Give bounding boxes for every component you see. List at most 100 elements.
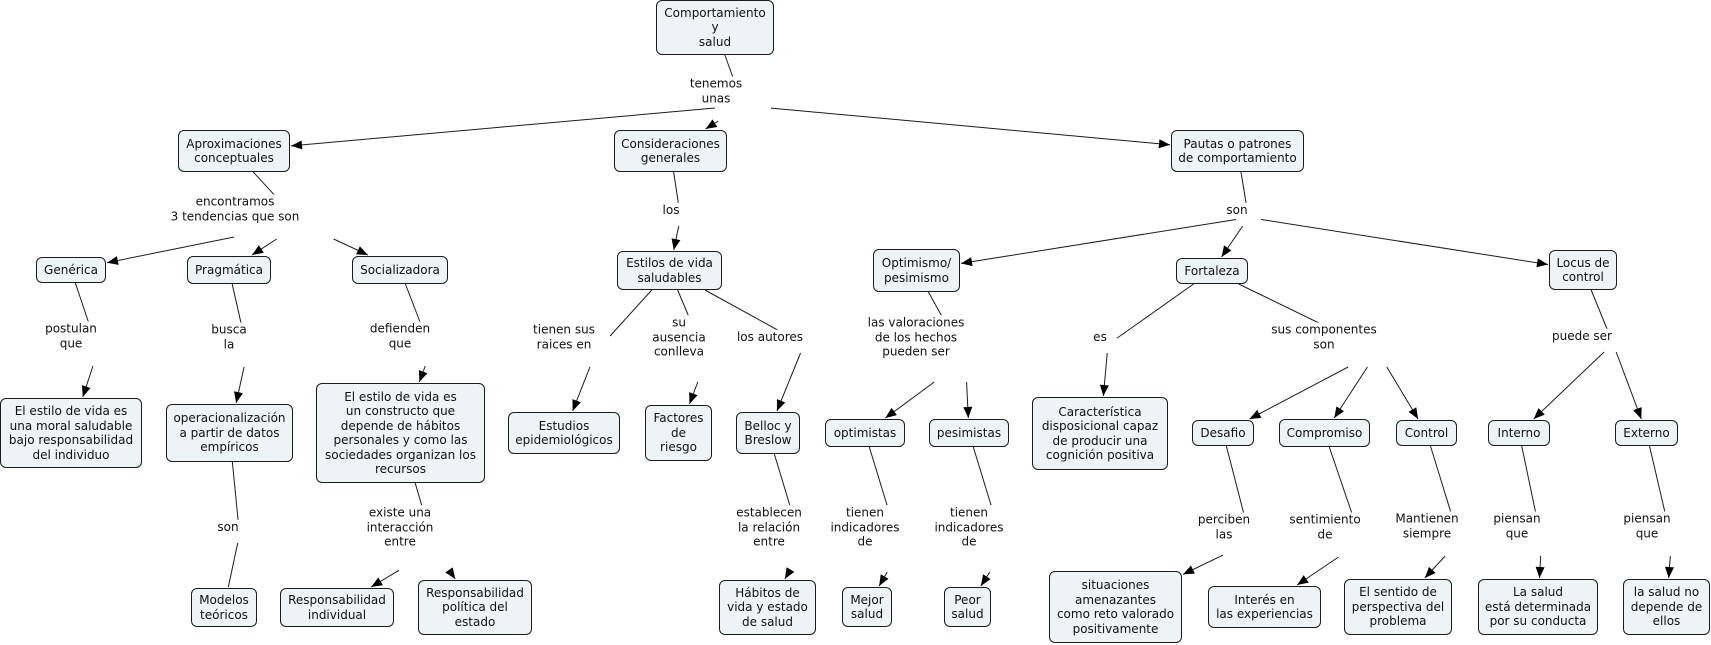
connector-line (960, 219, 1237, 264)
link-sentimiento-de: sentimiento de (1288, 512, 1362, 542)
link-es: es (1092, 329, 1108, 345)
arrowhead (963, 406, 973, 418)
node-control[interactable]: Control (1396, 420, 1457, 446)
arrowhead (961, 257, 973, 267)
arrowhead (81, 385, 91, 397)
link-puede-ser: puede ser (1551, 328, 1613, 344)
link-perciben-las: perciben las (1196, 512, 1252, 542)
arrowhead (1535, 566, 1545, 578)
arrowhead (784, 567, 795, 579)
node-belloc-breslow[interactable]: Belloc y Breslow (736, 412, 800, 454)
node-factores-riesgo[interactable]: Factores de riesgo (645, 405, 712, 461)
arrowhead (371, 577, 383, 587)
node-externo[interactable]: Externo (1615, 420, 1678, 446)
connector-line (1116, 283, 1194, 339)
arrowhead (1297, 575, 1309, 585)
node-fortaleza[interactable]: Fortaleza (1176, 258, 1248, 284)
link-piensan-que-interno: piensan que (1492, 511, 1542, 541)
arrowhead (1221, 245, 1232, 257)
link-indicadores-mejor: tienen indicadores de (829, 505, 901, 549)
arrowhead (689, 392, 698, 404)
node-operacionalizacion[interactable]: operacionalización a partir de datos emp… (166, 404, 293, 462)
node-sentido-perspectiva[interactable]: El sentido de perspectiva del problema (1344, 579, 1452, 635)
connector-line (290, 107, 716, 147)
arrowhead (252, 245, 264, 255)
node-comportamiento-y-salud[interactable]: Comportamiento y salud (656, 0, 774, 55)
arrowhead (671, 238, 681, 250)
node-estilos-vida-saludables[interactable]: Estilos de vida saludables (617, 251, 722, 290)
link-existe-interaccion: existe una interacción entre (365, 505, 435, 549)
node-desafio[interactable]: Desafio (1192, 420, 1254, 446)
link-tenemos-unas: tenemos unas (688, 76, 744, 106)
node-consideraciones-generales[interactable]: Consideraciones generales (614, 130, 727, 172)
connector-line (1260, 218, 1549, 266)
arrowhead (418, 370, 428, 382)
node-salud-determinada[interactable]: La salud está determinada por su conduct… (1478, 579, 1598, 635)
node-interes-experiencias[interactable]: Interés en las experiencias (1208, 586, 1321, 628)
arrowhead (1158, 139, 1170, 149)
link-defienden-que: defienden que (368, 321, 432, 351)
connector-line (1533, 351, 1605, 420)
link-los-autores: los autores (735, 329, 805, 345)
arrowhead (1099, 384, 1109, 396)
node-pesimistas[interactable]: pesimistas (929, 419, 1009, 447)
node-situaciones-amenazantes[interactable]: situaciones amenazantes como reto valora… (1049, 571, 1182, 643)
node-habitos-vida[interactable]: Hábitos de vida y estado de salud (719, 580, 816, 635)
arrowhead (1536, 258, 1548, 268)
node-peor-salud[interactable]: Peor salud (944, 587, 991, 627)
node-pautas-patrones[interactable]: Pautas o patrones de comportamiento (1171, 130, 1304, 172)
node-estudios-epidemiologicos[interactable]: Estudios epidemiológicos (508, 412, 620, 454)
arrowhead (291, 140, 303, 150)
arrowhead (445, 567, 456, 579)
arrowhead (234, 391, 243, 403)
arrowhead (1183, 565, 1195, 575)
node-generica[interactable]: Genérica (36, 257, 106, 283)
node-caracteristica-disposicional[interactable]: Característica disposicional capaz de pr… (1032, 397, 1168, 470)
node-compromiso[interactable]: Compromiso (1279, 419, 1370, 447)
connector-line (227, 542, 239, 588)
node-salud-no-depende[interactable]: la salud no depende de ellos (1623, 579, 1710, 635)
node-estilo-vida-constructo[interactable]: El estilo de vida es un constructo que d… (316, 383, 485, 483)
node-interno[interactable]: Interno (1488, 420, 1550, 446)
arrowhead (885, 407, 897, 418)
arrowhead (1424, 566, 1436, 578)
arrowhead (879, 574, 889, 586)
node-responsabilidad-politica[interactable]: Responsabilidad política del estado (418, 580, 532, 635)
arrowhead (1334, 406, 1345, 418)
connector-line (704, 289, 789, 337)
link-son: son (1225, 202, 1249, 218)
node-estilo-vida-moral[interactable]: El estilo de vida es una moral saludable… (0, 398, 142, 468)
node-locus-control[interactable]: Locus de control (1549, 250, 1617, 290)
node-modelos-teoricos[interactable]: Modelos teóricos (191, 588, 257, 627)
arrowhead (1408, 407, 1419, 419)
link-valoraciones: las valoraciones de los hechos pueden se… (866, 315, 966, 359)
arrowhead (776, 399, 786, 411)
arrowhead (980, 574, 991, 586)
node-optimistas[interactable]: optimistas (825, 419, 905, 447)
arrowhead (1665, 566, 1674, 578)
link-mantienen-siempre: Mantienen siempre (1394, 511, 1460, 541)
arrowhead (705, 119, 718, 129)
connector-line (1590, 289, 1610, 336)
arrowhead (1249, 409, 1262, 419)
node-aproximaciones-conceptuales[interactable]: Aproximaciones conceptuales (178, 130, 290, 172)
link-los: los (661, 202, 681, 218)
link-raices-en: tienen sus raices en (532, 322, 596, 352)
link-busca-la: busca la (210, 322, 248, 352)
arrowhead (1533, 408, 1545, 419)
connector-line (609, 289, 653, 337)
node-responsabilidad-individual[interactable]: Responsabilidad individual (280, 588, 394, 627)
connector-line (1249, 366, 1349, 420)
arrowhead (1633, 407, 1642, 419)
node-pragmatica[interactable]: Pragmática (187, 256, 271, 284)
node-socializadora[interactable]: Socializadora (352, 256, 448, 284)
link-establecen-relacion: establecen la relación entre (735, 505, 803, 549)
node-optimismo-pesimismo[interactable]: Optimismo/ pesimismo (873, 249, 960, 292)
node-mejor-salud[interactable]: Mejor salud (842, 587, 892, 627)
connector-line (231, 461, 240, 527)
link-postulan-que: postulan que (44, 321, 98, 351)
arrowhead (572, 399, 581, 411)
link-ausencia-conlleva: su ausencia conlleva (651, 315, 707, 359)
link-sus-componentes: sus componentes son (1270, 322, 1378, 352)
